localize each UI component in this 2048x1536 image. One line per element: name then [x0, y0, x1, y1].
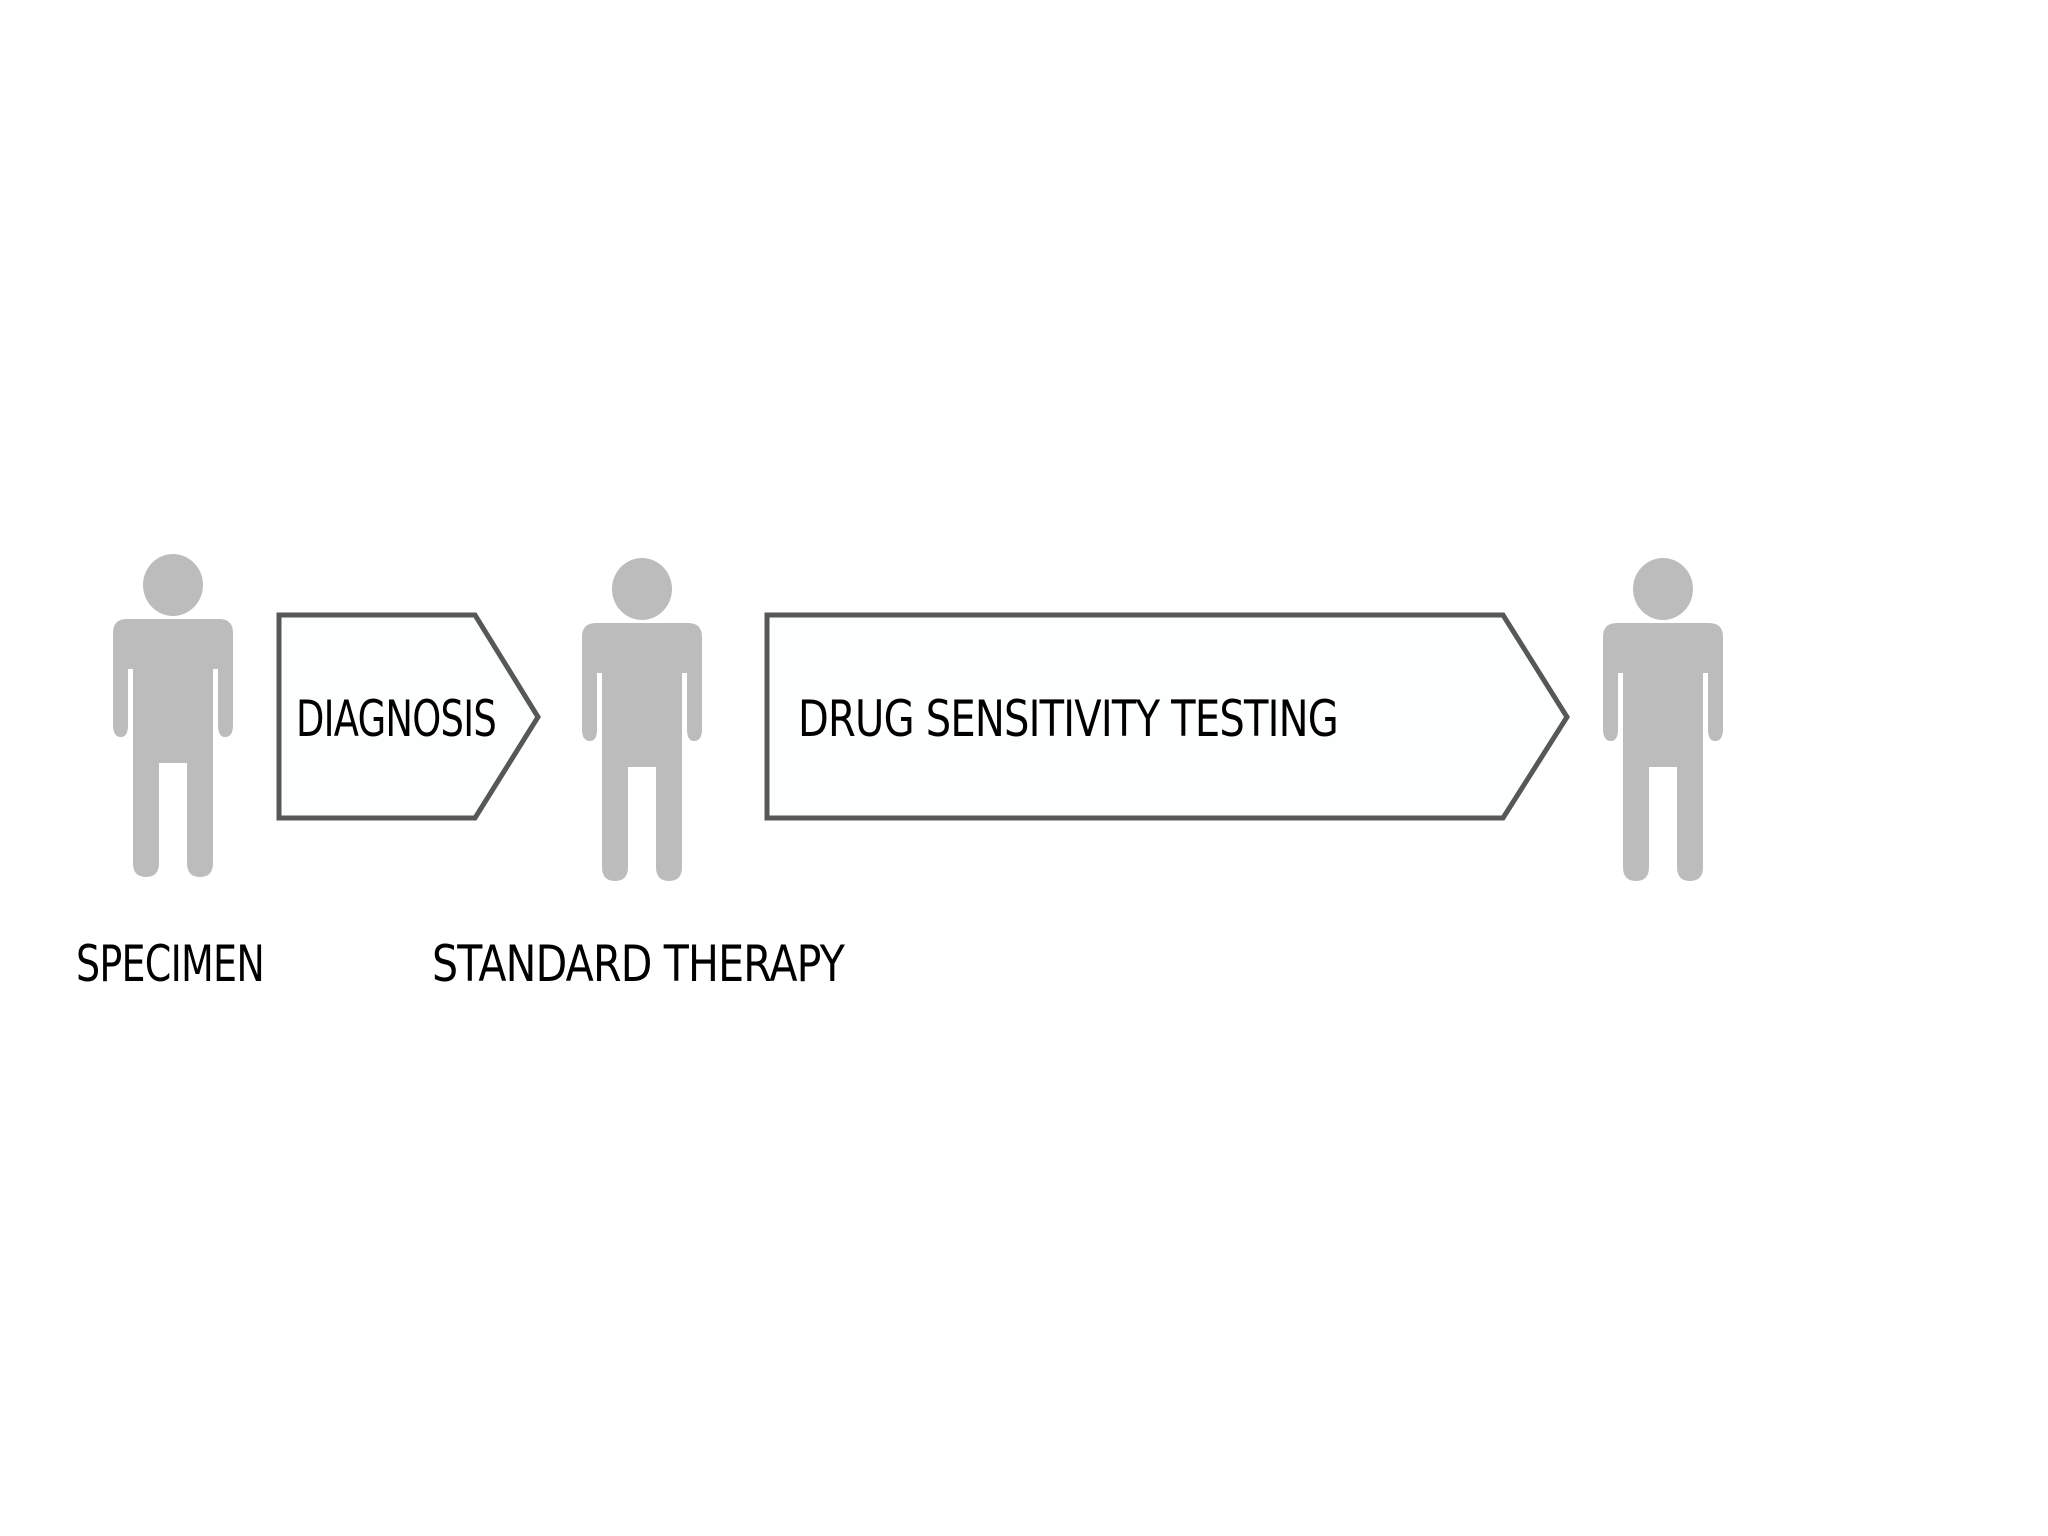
drug-sensitivity-testing-label: DRUG SENSITIVITY TESTING: [798, 690, 1338, 748]
diagnosis-label: DIAGNOSIS: [296, 690, 496, 748]
person-icon: [113, 554, 233, 877]
person-icon: [582, 558, 702, 881]
specimen-label: SPECIMEN: [76, 935, 264, 993]
diagnosis-step-arrow: DIAGNOSIS: [276, 612, 541, 821]
person-icon: [1603, 558, 1723, 881]
standard-therapy-label: STANDARD THERAPY: [432, 935, 845, 993]
drug-sensitivity-testing-step-arrow: DRUG SENSITIVITY TESTING: [764, 612, 1570, 821]
